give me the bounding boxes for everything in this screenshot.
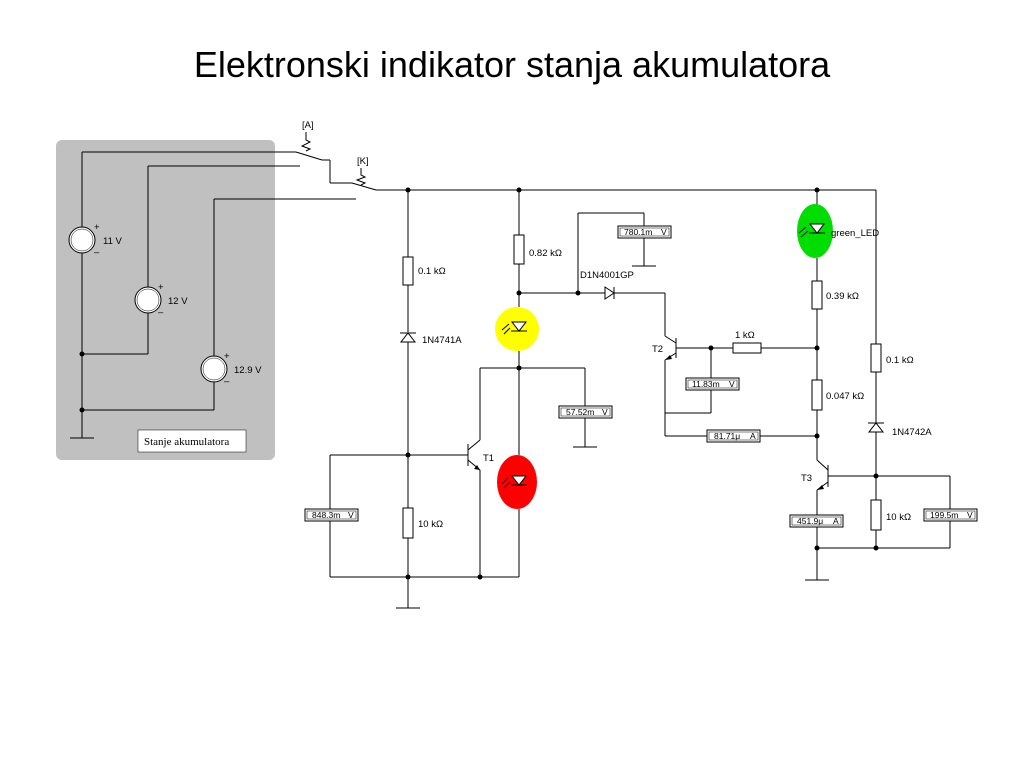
green-led: green_LED [797,204,879,258]
ammeter-t2: 81.71μ A [706,429,761,443]
voltage-source-12v: + – 12 V [134,282,188,318]
resistor-1k-label: 1 kΩ [735,330,755,341]
transistor-t2-label: T2 [652,344,663,355]
volt-unit: V [602,407,608,417]
ammeter-t3: 451.9μ A [789,514,844,528]
zener-1n4742a: 1N4742A [867,422,932,438]
resistor-r-right-bottom: 10 kΩ [870,499,911,531]
resistor-r-right-bottom-label: 10 kΩ [886,512,911,523]
voltage-source-11v: + – 11 V [68,222,123,258]
resistor-r-bottom-label: 10 kΩ [418,519,443,530]
ammeter-t3-value: 451.9μ [797,516,823,526]
volt-unit: V [661,227,667,237]
slide-title: Elektronski indikator stanja akumulatora [193,44,831,85]
panel-note: Stanje akumulatora [144,436,229,448]
switch-a-label: [A] [302,120,314,131]
green-led-label: green_LED [831,228,879,239]
voltmeter-yellow: 57.52m V [558,405,613,419]
resistor-r-zener2-label: 0.1 kΩ [886,355,914,366]
switch-k-label: [K] [357,156,369,167]
voltmeter-right-value: 199.5m [930,510,958,520]
resistor-r-bottom: 10 kΩ [402,507,443,539]
plus-sign: + [94,222,100,233]
resistor-r-green: 0.39 kΩ [811,280,859,310]
switch-a[interactable]: [A] [295,120,331,183]
source-label-12v: 12 V [168,296,188,307]
battery-panel: + – 11 V + – 12 V + – 12.9 V Stanje akum… [56,140,352,460]
voltmeter-right: 199.5m V [923,508,978,522]
source-label-11v: 11 V [103,236,123,247]
voltmeter-diode: 780.1m V [617,225,672,239]
amp-unit: A [833,516,839,526]
voltmeter-t2: 11.83m V [685,377,740,391]
voltmeter-left-value: 848.3m [312,510,340,520]
voltmeter-t2-value: 11.83m [692,379,720,389]
yellow-led [495,307,539,351]
amp-unit: A [750,431,756,441]
red-led [497,455,537,509]
transistor-t1-label: T1 [483,453,494,464]
volt-unit: V [967,510,973,520]
resistor-r-green-label: 0.39 kΩ [826,291,859,302]
voltmeter-diode-value: 780.1m [624,227,652,237]
resistor-r-yellow-label: 0.82 kΩ [529,248,562,259]
voltage-source-12-9v: + – 12.9 V [200,351,262,387]
minus-sign: – [224,376,230,387]
zener-1-label: 1N4741A [422,335,462,346]
transistor-t1: T1 [467,368,494,577]
source-label-12-9v: 12.9 V [234,365,262,376]
switch-k[interactable]: [K] [330,156,377,200]
panel-background [56,140,275,460]
resistor-r1-label: 0.1 kΩ [418,266,446,277]
plus-sign: + [158,282,164,293]
diode-label: D1N4001GP [580,270,634,281]
resistor-r-t3-label: 0.047 kΩ [826,391,864,402]
voltmeter-yellow-value: 57.52m [566,407,594,417]
transistor-t3-label: T3 [801,473,812,484]
minus-sign: – [94,247,100,258]
resistor-r-t3: 0.047 kΩ [811,379,864,411]
transistor-t3: T3 [801,459,877,491]
transistor-t2: T2 [652,335,733,361]
panel-note-box [137,429,247,453]
volt-unit: V [348,510,354,520]
zener-1n4741a: 1N4741A [399,332,462,346]
resistor-r-zener2: 0.1 kΩ [870,343,914,373]
minus-sign: – [158,307,164,318]
zener-2-label: 1N4742A [892,427,932,438]
ammeter-t2-value: 81.71μ [714,431,740,441]
resistor-r-yellow: 0.82 kΩ [513,234,562,265]
resistor-1k: 1 kΩ [732,330,762,354]
resistor-r1: 0.1 kΩ [402,256,446,286]
volt-unit: V [729,379,735,389]
voltmeter-left: 848.3m V [304,508,359,522]
diode-d1n4001gp: D1N4001GP [580,270,634,300]
plus-sign: + [224,351,230,362]
